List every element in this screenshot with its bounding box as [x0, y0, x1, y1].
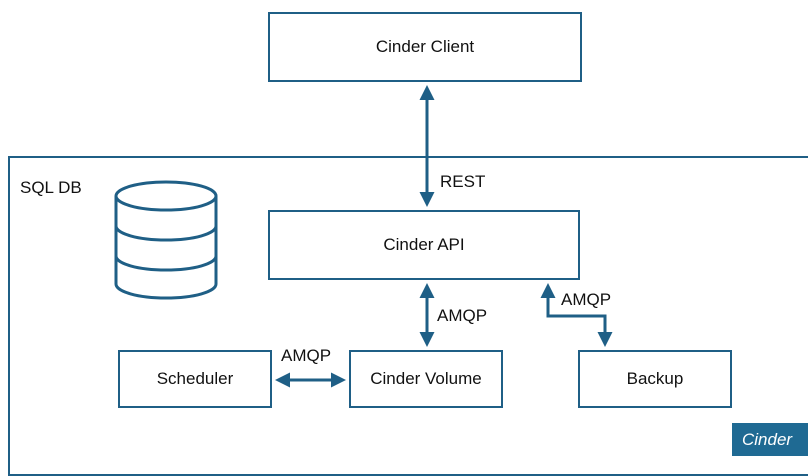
- scheduler-box: Scheduler: [118, 350, 272, 408]
- sql-db-label: SQL DB: [20, 178, 82, 197]
- connector-arrows: [275, 85, 613, 388]
- amqp-scheduler-volume-label: AMQP: [281, 346, 332, 365]
- cinder-tag: Cinder: [732, 423, 808, 456]
- database-icon: [114, 180, 218, 300]
- cinder-volume-label: Cinder Volume: [370, 369, 482, 388]
- scheduler-label: Scheduler: [156, 369, 234, 388]
- cinder-client-box: Cinder Client: [268, 12, 582, 82]
- backup-box: Backup: [578, 350, 732, 408]
- cinder-client-label: Cinder Client: [375, 37, 475, 56]
- rest-edge-label: REST: [440, 172, 486, 191]
- cinder-volume-box: Cinder Volume: [349, 350, 503, 408]
- cinder-api-label: Cinder API: [383, 235, 465, 254]
- amqp-api-backup-label: AMQP: [561, 290, 612, 309]
- cinder-api-box: Cinder API: [268, 210, 580, 280]
- amqp-api-volume-label: AMQP: [437, 306, 488, 325]
- api-backup-arrow: [540, 283, 613, 347]
- backup-label: Backup: [626, 369, 684, 388]
